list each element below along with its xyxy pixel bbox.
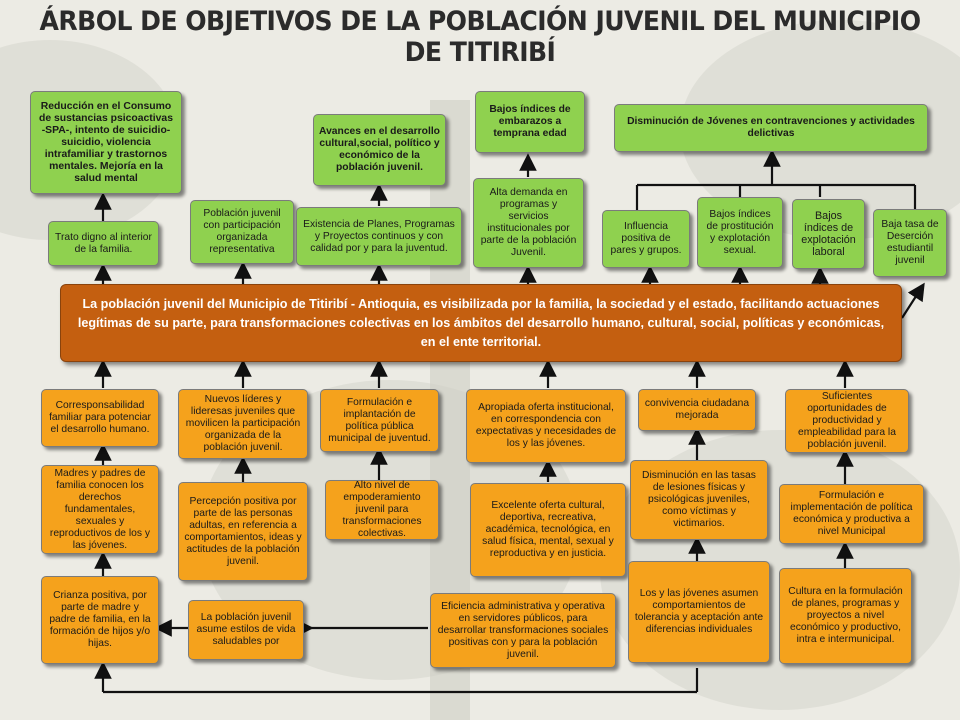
means-box-excelente-oferta: Excelente oferta cultural, deportiva, re…: [470, 483, 626, 577]
end-box-desercion: Baja tasa de Deserción estudiantil juven…: [873, 209, 947, 277]
central-objective: La población juvenil del Municipio de Ti…: [60, 284, 902, 362]
means-box-empoderamiento: Alto nivel de empoderamiento juvenil par…: [325, 480, 439, 540]
means-box-apropiada-oferta: Apropiada oferta institucional, en corre…: [466, 389, 626, 463]
means-box-formulacion-politica: Formulación e implantación de política p…: [320, 389, 439, 452]
end-box-avances: Avances en el desarrollo cultural,social…: [313, 114, 446, 186]
end-box-influencia: Influencia positiva de pares y grupos.: [602, 210, 690, 268]
means-box-eficiencia: Eficiencia administrativa y operativa en…: [430, 593, 616, 668]
means-box-madres-padres: Madres y padres de familia conocen los d…: [41, 465, 159, 554]
end-box-embarazos: Bajos índices de embarazos a temprana ed…: [475, 91, 585, 153]
means-box-corresponsabilidad: Corresponsabilidad familiar para potenci…: [41, 389, 159, 447]
end-box-explotacion-laboral: Bajos índices de explotación laboral: [792, 199, 865, 269]
diagram-title: ÁRBOL DE OBJETIVOS DE LA POBLACIÓN JUVEN…: [39, 6, 922, 68]
end-box-prostitucion: Bajos índices de prostitución y explotac…: [697, 197, 783, 268]
means-box-politica-economica: Formulación e implementación de política…: [779, 484, 924, 544]
means-box-oportunidades: Suficientes oportunidades de productivid…: [785, 389, 909, 453]
means-box-tolerancia: Los y las jóvenes asumen comportamientos…: [628, 561, 770, 663]
end-box-poblacion-organizada: Población juvenil con participación orga…: [190, 200, 294, 264]
means-box-cultura-planes: Cultura en la formulación de planes, pro…: [779, 568, 912, 664]
means-box-nuevos-lideres: Nuevos líderes y lideresas juveniles que…: [178, 389, 308, 459]
means-box-crianza: Crianza positiva, por parte de madre y p…: [41, 576, 159, 664]
means-box-convivencia: convivencia ciudadana mejorada: [638, 389, 756, 431]
end-box-reduccion: Reducción en el Consumo de sustancias ps…: [30, 91, 182, 194]
end-box-existencia-planes: Existencia de Planes, Programas y Proyec…: [296, 207, 462, 266]
end-box-trato: Trato digno al interior de la familia.: [48, 221, 159, 266]
means-box-estilos-vida: La población juvenil asume estilos de vi…: [188, 600, 304, 660]
end-box-alta-demanda: Alta demanda en programas y servicios in…: [473, 178, 584, 268]
means-box-percepcion: Percepción positiva por parte de las per…: [178, 482, 308, 581]
end-box-disminucion-jovenes: Disminución de Jóvenes en contravencione…: [614, 104, 928, 152]
means-box-lesiones: Disminución en las tasas de lesiones fís…: [630, 460, 768, 540]
